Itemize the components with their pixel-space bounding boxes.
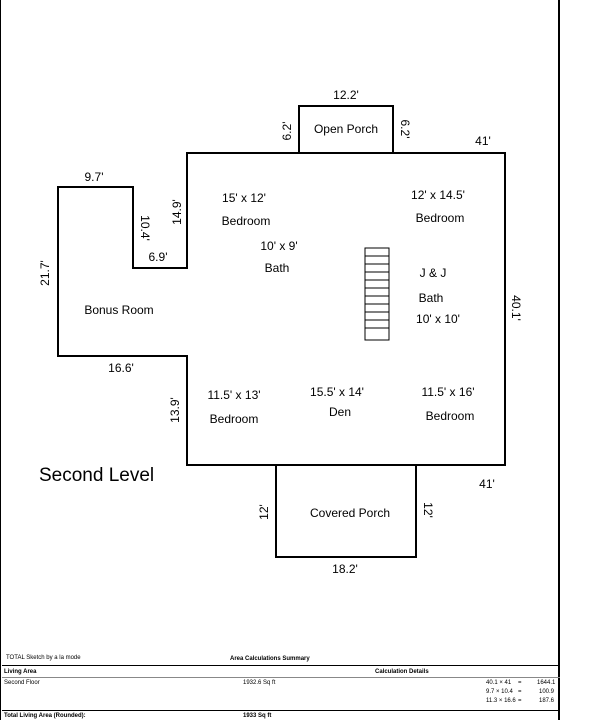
room-bedroom-bl-name: Bedroom (209, 412, 259, 426)
second-floor-sqft: 1932.6 Sq ft (243, 680, 276, 686)
living-area-header: Living Area (4, 669, 37, 675)
room-bath-name: Bath (264, 261, 290, 275)
summary-divider-top (2, 665, 560, 666)
main-outline (57, 152, 506, 466)
dim-open-porch-left: 6.2' (280, 121, 294, 141)
staircase (364, 247, 390, 341)
dim-covered-bottom: 18.2' (332, 562, 358, 576)
dim-bottom-right: 41' (479, 477, 495, 491)
calc-row-val: 187.6 (539, 698, 555, 704)
calc-row-val: 1644.1 (537, 680, 556, 686)
calc-row-expr: 9.7 × 10.4 (486, 689, 513, 695)
room-jj: J & J (419, 266, 447, 280)
summary-divider-bottom (2, 710, 560, 711)
dim-lower-left: 13.9' (168, 397, 182, 423)
dim-notch: 6.9' (148, 250, 168, 264)
room-covered-porch: Covered Porch (309, 506, 391, 520)
calc-details-header: Calculation Details (375, 669, 429, 675)
frame-right-border (558, 0, 560, 720)
area-summary-footer: TOTAL Sketch by a la mode Area Calculati… (0, 650, 560, 720)
sketch-credit: TOTAL Sketch by a la mode (6, 655, 81, 661)
calc-row-eq: = (518, 689, 522, 695)
room-den-size: 15.5' x 14' (310, 385, 364, 399)
dim-covered-left: 12' (257, 504, 271, 520)
calc-row-expr: 40.1 × 41 (486, 680, 512, 686)
dim-bonus-inner: 10.4' (138, 215, 152, 241)
dim-open-porch-right: 6.2' (398, 119, 412, 139)
dim-right-side: 40.1' (509, 295, 523, 321)
room-bedroom-br-size: 11.5' x 16' (421, 385, 475, 399)
level-title: Second Level (39, 465, 155, 486)
total-area-label: Total Living Area (Rounded): (4, 713, 86, 719)
open-porch-outline (298, 105, 394, 154)
dim-bonus-top: 9.7' (84, 170, 104, 184)
calc-row-eq: = (518, 698, 522, 704)
calc-row-eq: = (518, 680, 522, 686)
total-area-value: 1933 Sq ft (243, 713, 272, 719)
calc-row-expr: 11.3 × 16.6 (486, 698, 516, 704)
second-floor-label: Second Floor (4, 680, 40, 686)
room-bonus: Bonus Room (84, 303, 154, 317)
room-bedroom-tl-size: 15' x 12' (222, 191, 266, 205)
room-jj-size: 10' x 10' (416, 312, 460, 326)
room-bedroom-bl-size: 11.5' x 13' (207, 388, 261, 402)
room-bedroom-br-name: Bedroom (425, 409, 475, 423)
room-den-name: Den (328, 405, 352, 419)
room-bedroom-tr-name: Bedroom (415, 211, 465, 225)
dim-upper-left: 14.9' (170, 199, 184, 225)
room-jj-bath: Bath (418, 291, 444, 305)
summary-title: Area Calculations Summary (230, 656, 310, 662)
calc-row-val: 100.9 (539, 689, 555, 695)
room-bedroom-tl-name: Bedroom (221, 214, 271, 228)
dim-top-right: 41' (475, 134, 491, 148)
dim-open-porch-top: 12.2' (333, 88, 359, 102)
room-open-porch: Open Porch (313, 122, 379, 136)
covered-porch-outline (275, 464, 417, 558)
frame-left-border (0, 0, 1, 720)
dim-covered-right: 12' (421, 502, 435, 518)
dim-bonus-left: 21.7' (38, 260, 52, 286)
dim-bonus-bottom: 16.6' (108, 361, 134, 375)
room-bedroom-tr-size: 12' x 14.5' (411, 188, 465, 202)
summary-divider-mid (2, 677, 560, 678)
room-bath-size: 10' x 9' (260, 239, 298, 253)
